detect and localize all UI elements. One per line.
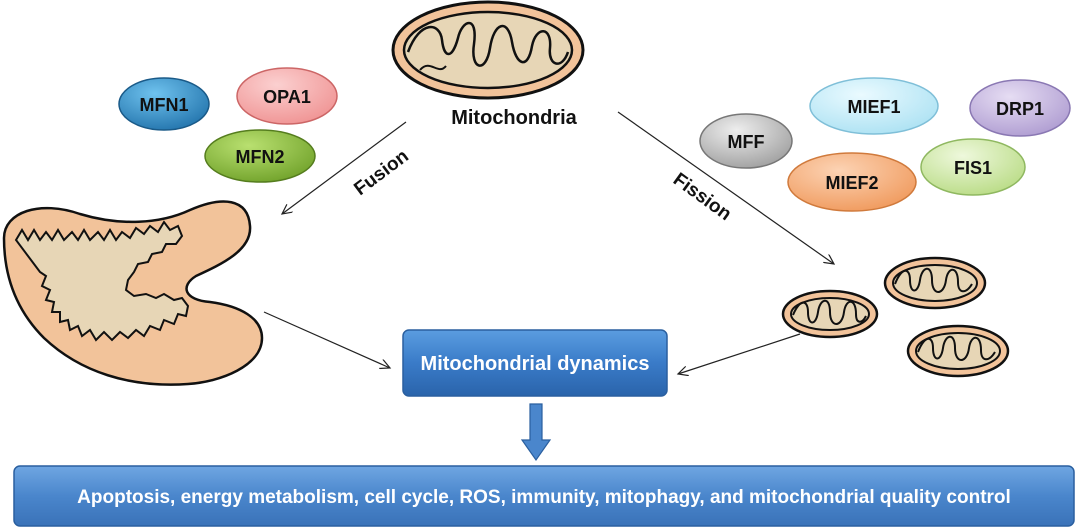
outcomes-box: Apoptosis, energy metabolism, cell cycle… bbox=[13, 465, 1075, 527]
protein-mff-label: MFF bbox=[728, 132, 765, 152]
fusion-arrow bbox=[282, 121, 407, 214]
protein-drp1-label: DRP1 bbox=[996, 99, 1044, 119]
down-arrow-icon bbox=[520, 403, 552, 462]
small-mitochondrion-3 bbox=[906, 324, 1010, 378]
protein-drp1: DRP1 bbox=[969, 79, 1071, 137]
protein-opa1-label: OPA1 bbox=[263, 87, 311, 107]
fusion-label: Fusion bbox=[350, 146, 412, 200]
dynamics-box: Mitochondrial dynamics bbox=[402, 329, 668, 397]
mitochondria-label: Mitochondria bbox=[451, 107, 577, 129]
fused-mitochondrion bbox=[2, 200, 264, 386]
protein-mfn1: MFN1 bbox=[118, 77, 210, 131]
protein-opa1: OPA1 bbox=[236, 67, 338, 125]
protein-mfn1-label: MFN1 bbox=[140, 95, 189, 115]
fused-to-dynamics-arrow bbox=[263, 311, 390, 368]
small-mitochondrion-2 bbox=[781, 289, 879, 339]
protein-mfn2-label: MFN2 bbox=[236, 147, 285, 167]
protein-mfn2: MFN2 bbox=[204, 129, 316, 183]
protein-mief1-label: MIEF1 bbox=[847, 97, 900, 117]
protein-mff: MFF bbox=[699, 113, 793, 169]
protein-mief2: MIEF2 bbox=[787, 152, 917, 212]
fission-arrow bbox=[617, 111, 834, 264]
mitochondrion-top bbox=[391, 0, 585, 100]
protein-fis1-label: FIS1 bbox=[954, 158, 992, 178]
dynamics-label: Mitochondrial dynamics bbox=[421, 353, 650, 375]
protein-mief1: MIEF1 bbox=[809, 77, 939, 135]
small-mitochondrion-1 bbox=[883, 256, 987, 310]
protein-mief2-label: MIEF2 bbox=[825, 173, 878, 193]
fission-label: Fission bbox=[669, 169, 735, 225]
protein-fis1: FIS1 bbox=[920, 138, 1026, 196]
outcomes-label: Apoptosis, energy metabolism, cell cycle… bbox=[77, 487, 1011, 508]
fissioned-to-dynamics-arrow bbox=[678, 333, 801, 374]
